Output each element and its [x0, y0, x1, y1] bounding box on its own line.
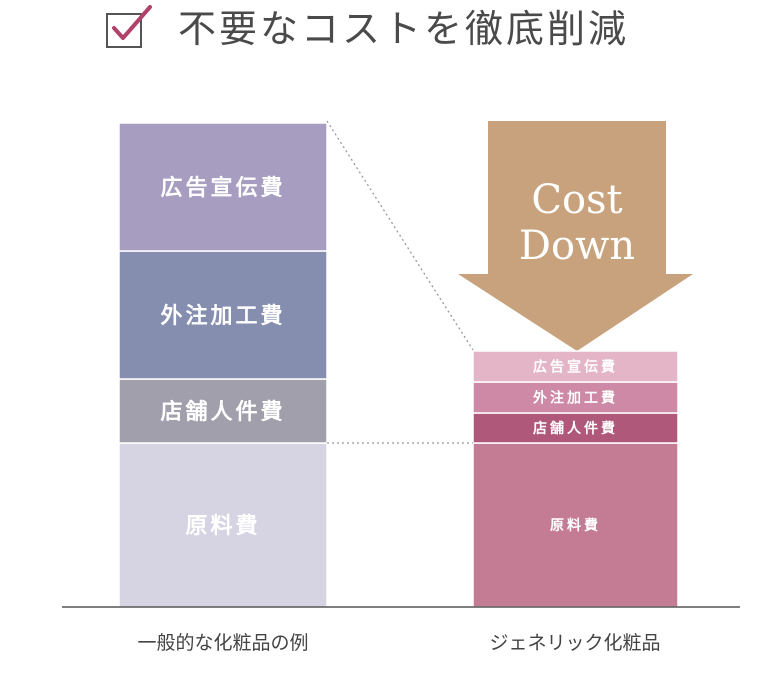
page-title: 不要なコストを徹底削減	[178, 7, 630, 51]
category-label-generic-cosmetics: ジェネリック化粧品	[489, 632, 660, 654]
header: 不要なコストを徹底削減	[102, 0, 742, 62]
bar-label-raw-0: 原料費	[185, 514, 260, 539]
down-text: Down	[519, 223, 635, 269]
dotted-line-top	[326, 120, 474, 351]
category-label-generic: 一般的な化粧品の例	[137, 632, 308, 654]
bar-label-raw-1: 原料費	[550, 517, 601, 534]
bar-staff-1	[472, 412, 679, 444]
bar-ads-0	[118, 122, 328, 252]
bar-outsource-0	[118, 250, 328, 380]
bar-label-ads-1: 広告宣伝費	[533, 359, 618, 376]
bar-raw-1	[472, 442, 679, 608]
bar-staff-0	[118, 378, 328, 444]
bar-label-staff-0: 店舗人件費	[160, 399, 285, 425]
bar-label-staff-1: 店舗人件費	[533, 420, 618, 437]
checkbox-check-icon	[106, 5, 152, 48]
bar-label-outsource-0: 外注加工費	[160, 303, 285, 329]
bar-ads-1	[472, 350, 679, 383]
bar-outsource-1	[472, 381, 679, 414]
bar-label-outsource-1: 外注加工費	[533, 390, 618, 407]
bar-label-ads-0: 広告宣伝費	[160, 175, 285, 201]
cost-text: Cost	[531, 177, 622, 223]
cost-down-arrow	[458, 121, 693, 351]
